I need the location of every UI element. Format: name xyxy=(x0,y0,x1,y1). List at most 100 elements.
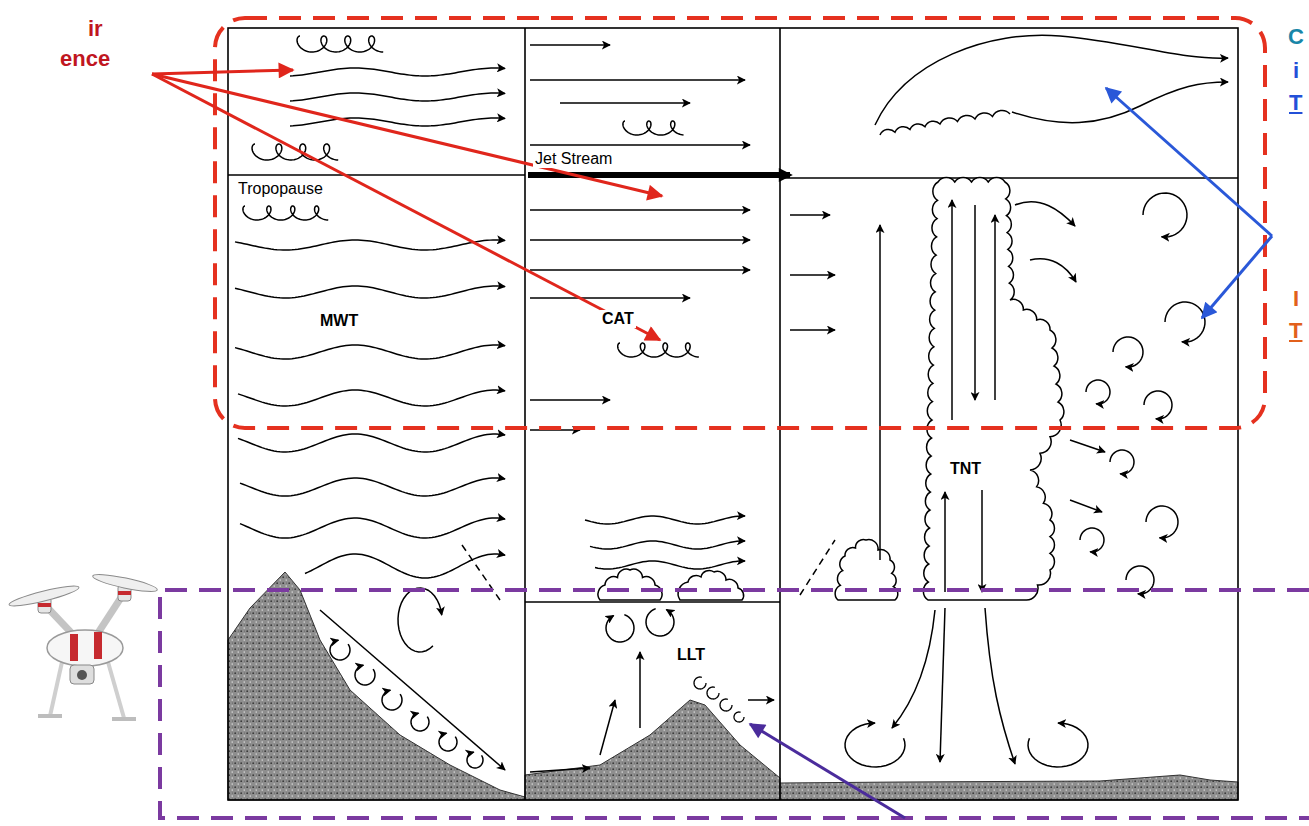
turbulence-flows xyxy=(235,35,1228,772)
callout-label: i xyxy=(1293,58,1299,83)
flow-arrow xyxy=(1015,202,1075,226)
dashed-line xyxy=(800,540,835,595)
turbulence-type-label: LLT xyxy=(675,646,707,664)
panel-divider xyxy=(524,28,526,800)
flat-ground xyxy=(780,775,1238,800)
drone-leg xyxy=(108,662,124,718)
small-eddy xyxy=(707,687,719,699)
flow-arrow xyxy=(530,297,690,299)
flow-arrow xyxy=(1030,259,1076,282)
outflow-eddy xyxy=(1110,450,1134,474)
outflow-eddy xyxy=(1146,506,1178,538)
anvil-cloud xyxy=(880,110,1010,135)
turbulence-curl xyxy=(252,144,338,160)
mountain xyxy=(228,572,525,800)
flow-arrow xyxy=(585,516,745,524)
drone-image xyxy=(8,571,158,719)
turbulence-curl xyxy=(623,121,684,135)
flow-arrow xyxy=(944,492,946,592)
small-eddy xyxy=(467,752,483,768)
outflow-eddy xyxy=(1143,193,1187,237)
flow-arrow xyxy=(1070,440,1105,452)
small-eddy xyxy=(734,712,744,722)
outflow-eddy xyxy=(1086,380,1110,404)
flow-arrow xyxy=(1070,500,1102,512)
flow-arrow xyxy=(530,768,590,772)
flow-arrow xyxy=(790,274,835,276)
flow-arrow xyxy=(290,93,505,101)
turbulence-curl xyxy=(243,206,328,220)
lower-region-box xyxy=(160,590,1309,818)
flow-arrow xyxy=(240,478,505,496)
flow-arrow xyxy=(290,68,505,76)
drone-leg xyxy=(112,717,136,721)
drone-stripe xyxy=(38,603,51,607)
small-eddy xyxy=(439,733,457,751)
flow-arrow xyxy=(530,79,745,81)
flow-arrow xyxy=(240,518,505,538)
drone-lens xyxy=(77,670,87,680)
rotor-eddy xyxy=(398,588,442,652)
flow-arrow xyxy=(595,561,745,569)
callout-label: ence xyxy=(60,46,110,71)
downdraft-eddy xyxy=(1028,723,1088,767)
cumulus-cloud xyxy=(598,569,662,600)
panel-frame xyxy=(228,28,1238,800)
turbulence-type-label: TNT xyxy=(948,460,983,478)
flow-arrow xyxy=(235,240,505,250)
flow-arrow xyxy=(320,610,505,770)
flow-arrow xyxy=(560,102,690,104)
turbulence-type-label: MWT xyxy=(318,312,360,330)
region-label: Jet Stream xyxy=(533,150,614,168)
flow-arrow xyxy=(790,214,830,216)
small-eddy xyxy=(330,640,350,660)
outflow-eddy xyxy=(1165,302,1205,342)
flow-arrow xyxy=(530,239,750,241)
drone-body xyxy=(47,630,123,666)
flow-arrow xyxy=(892,610,935,728)
flow-arrow xyxy=(235,286,505,298)
flow-arrow xyxy=(530,144,750,146)
leader-arrow xyxy=(152,70,293,74)
small-eddy xyxy=(411,713,429,731)
flow-arrow xyxy=(994,215,996,400)
flow-arrow xyxy=(974,205,976,400)
flow-arrow xyxy=(940,608,945,762)
turbulence-type-label: CAT xyxy=(600,310,636,328)
flow-arrow xyxy=(590,541,745,549)
leader-arrow xyxy=(1202,236,1272,318)
callout-label: ir xyxy=(88,16,103,41)
flow-arrow xyxy=(238,390,505,406)
panel-divider xyxy=(228,174,525,176)
flow-arrow xyxy=(639,652,641,728)
leader-arrow xyxy=(750,724,905,818)
flow-arrow xyxy=(530,269,750,271)
panel-divider xyxy=(779,28,781,800)
flow-arrow xyxy=(290,118,505,126)
cumulus-cloud xyxy=(678,570,743,600)
small-eddy xyxy=(646,609,674,636)
flow-arrow xyxy=(985,608,1015,764)
flow-arrow xyxy=(748,699,774,701)
small-eddy xyxy=(694,677,706,689)
callout-label: I xyxy=(1293,286,1299,311)
small-eddy xyxy=(606,615,634,642)
callout-label: T xyxy=(1289,90,1302,115)
callout-label: T xyxy=(1289,318,1302,343)
drone-leg xyxy=(38,714,62,718)
callout-label: C xyxy=(1288,24,1304,49)
outflow-eddy xyxy=(1113,337,1143,367)
turbulence-curl xyxy=(618,343,699,357)
flow-arrow xyxy=(530,399,610,401)
leader-arrow xyxy=(152,74,660,340)
flow-arrow xyxy=(879,225,881,560)
drone-leg xyxy=(50,662,62,716)
thunderstorm-cloud xyxy=(923,178,1064,601)
flow-arrow xyxy=(305,554,505,578)
flow-arrow xyxy=(981,490,983,592)
flow-arrow xyxy=(875,35,1228,125)
drone-stripe xyxy=(94,632,102,659)
flow-arrow xyxy=(951,200,953,420)
flow-arrow xyxy=(530,44,610,46)
